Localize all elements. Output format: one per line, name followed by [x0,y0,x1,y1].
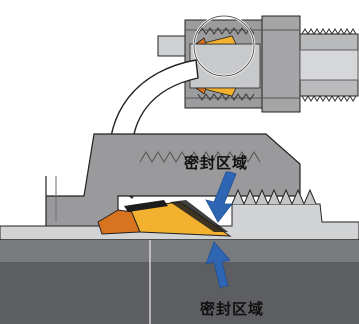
seal-zone-label-bottom: 密封区域 [200,300,265,318]
fitting-overview [157,14,359,113]
body-thread [231,188,317,206]
enlarged-section [0,133,359,324]
overview-thread-top [197,27,255,35]
seal-arrow-bottom [205,241,231,289]
overview-ferrule-top [199,35,237,45]
seal-zone-label-top: 密封区域 [184,154,249,172]
overview-thread-bottom [197,93,255,101]
seal-arrow-top [205,171,237,223]
overview-body-hex [261,15,301,113]
overview-ferrule-bottom [199,87,237,97]
